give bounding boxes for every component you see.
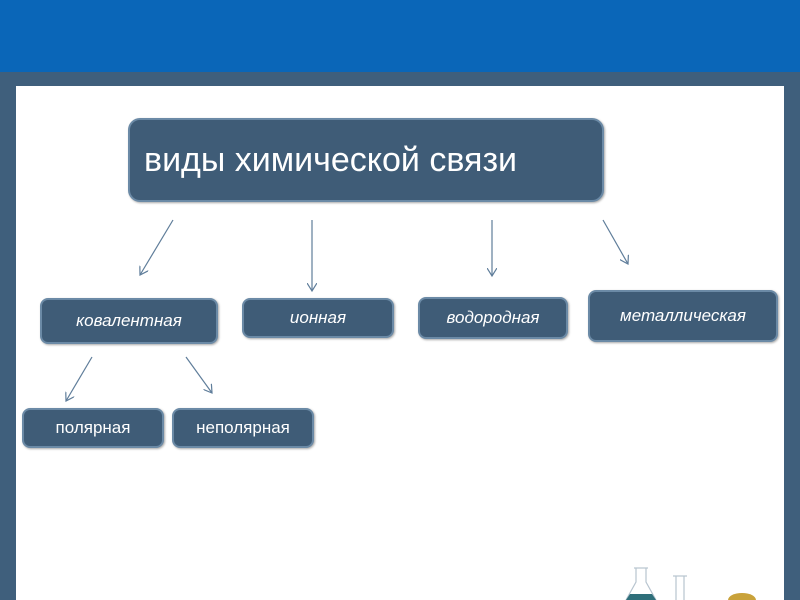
node-covalent: ковалентная <box>40 298 218 344</box>
arrow-to-metallic <box>602 219 628 264</box>
node-hydrogen-label: водородная <box>446 308 540 327</box>
node-metallic-label: металлическая <box>620 306 746 325</box>
lab-glassware-icon <box>625 567 756 600</box>
node-metallic: металлическая <box>588 290 778 342</box>
node-polar: полярная <box>22 408 164 448</box>
node-polar-label: полярная <box>55 418 131 437</box>
node-nonpolar-label: неполярная <box>196 418 290 437</box>
node-hydrogen: водородная <box>418 297 568 339</box>
arrow-to-polar <box>66 356 93 401</box>
node-ionic-label: ионная <box>289 308 347 327</box>
arrow-to-covalent <box>140 219 174 275</box>
node-covalent-label: ковалентная <box>76 311 182 330</box>
node-ionic: ионная <box>242 298 394 338</box>
diagram-title: виды химической связи <box>144 140 518 179</box>
header-band <box>0 0 800 72</box>
diagram-title-node: виды химической связи <box>128 118 604 202</box>
arrow-to-nonpolar <box>185 356 212 393</box>
node-nonpolar: неполярная <box>172 408 314 448</box>
